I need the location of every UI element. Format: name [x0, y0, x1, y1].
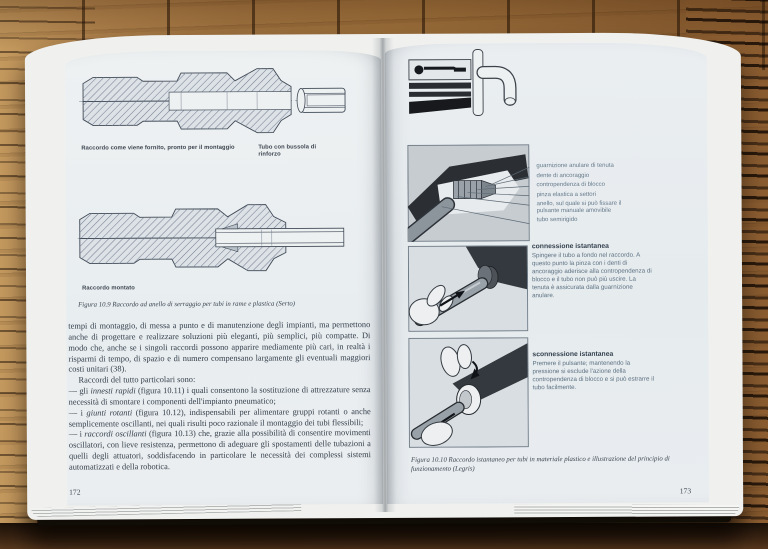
book: Raccordo come viene fornito, pronto per … [24, 32, 744, 526]
label-row: tubo semirigido [532, 217, 656, 224]
list-item: — i giunti rotanti (figura 10.12), indis… [68, 406, 371, 429]
body-text: tempi di montaggio, di messa a punto e d… [68, 320, 371, 473]
connect-block: connessione istantanea Spingere il tubo … [532, 243, 654, 301]
disconnect-hand-drawing [408, 337, 529, 448]
cutaway-mechanism-drawing [407, 144, 530, 242]
connect-heading: connessione istantanea [531, 242, 609, 251]
disconnect-block: sconnessione istantanea Premere il pulsa… [532, 351, 654, 393]
label-row: anello, sul quale si può fissare il puls… [532, 201, 640, 214]
page-number-left: 172 [69, 487, 81, 497]
label-row: pinza elastica a settori [532, 191, 656, 198]
fitting-supplied-drawing [79, 68, 346, 134]
part-label: pinza elastica a settori [536, 191, 596, 198]
caption-tube: Tubo con bussola di rinforzo [258, 144, 317, 158]
paragraph-intro: tempi di montaggio, di messa a punto e d… [68, 320, 371, 375]
disconnect-heading: sconnessione istantanea [532, 350, 614, 359]
page-number-right: 173 [679, 486, 692, 496]
right-page: guarnizione anulare di tenuta dente di a… [384, 42, 710, 504]
part-labels: guarnizione anulare di tenuta dente di a… [531, 163, 655, 227]
figure-10-10-caption: Figura 10.10 Raccordo istantaneo per tub… [410, 455, 670, 474]
figure-10-9-caption: Figura 10.9 Raccordo ad anello di serrag… [78, 300, 296, 309]
connect-body: Spingere il tubo a fondo nel raccordo. A… [531, 251, 652, 300]
label-row: contropendenza di blocco [532, 182, 656, 189]
part-label: dente di ancoraggio [536, 172, 590, 179]
page-edges-right [514, 504, 740, 516]
label-row: dente di ancoraggio [531, 172, 655, 179]
fitting-mounted-drawing [77, 204, 345, 272]
connect-hand-drawing [407, 245, 529, 332]
caption-fitting-supplied: Raccordo come viene fornito, pronto per … [81, 144, 235, 152]
part-label: guarnizione anulare di tenuta [536, 162, 614, 170]
part-label: contropendenza di blocco [536, 181, 605, 189]
caption-fitting-mounted: Raccordo montato [82, 285, 135, 292]
label-row: guarnizione anulare di tenuta [531, 163, 655, 170]
part-label: anello, sul quale si può fissare il puls… [536, 200, 622, 214]
disconnect-body: Premere il pulsante; mantenendo la press… [532, 359, 654, 392]
list-item: — i raccordi oscillanti (figura 10.13) c… [68, 428, 371, 472]
wood-bottom-shadow [0, 523, 768, 549]
fitting-section-drawing [408, 49, 517, 116]
list-item: — gli innesti rapidi (figura 10.11) i qu… [68, 385, 371, 407]
left-page: Raccordo come viene fornito, pronto per … [64, 50, 384, 506]
book-gutter [371, 37, 397, 513]
part-label: tubo semirigido [536, 217, 578, 224]
